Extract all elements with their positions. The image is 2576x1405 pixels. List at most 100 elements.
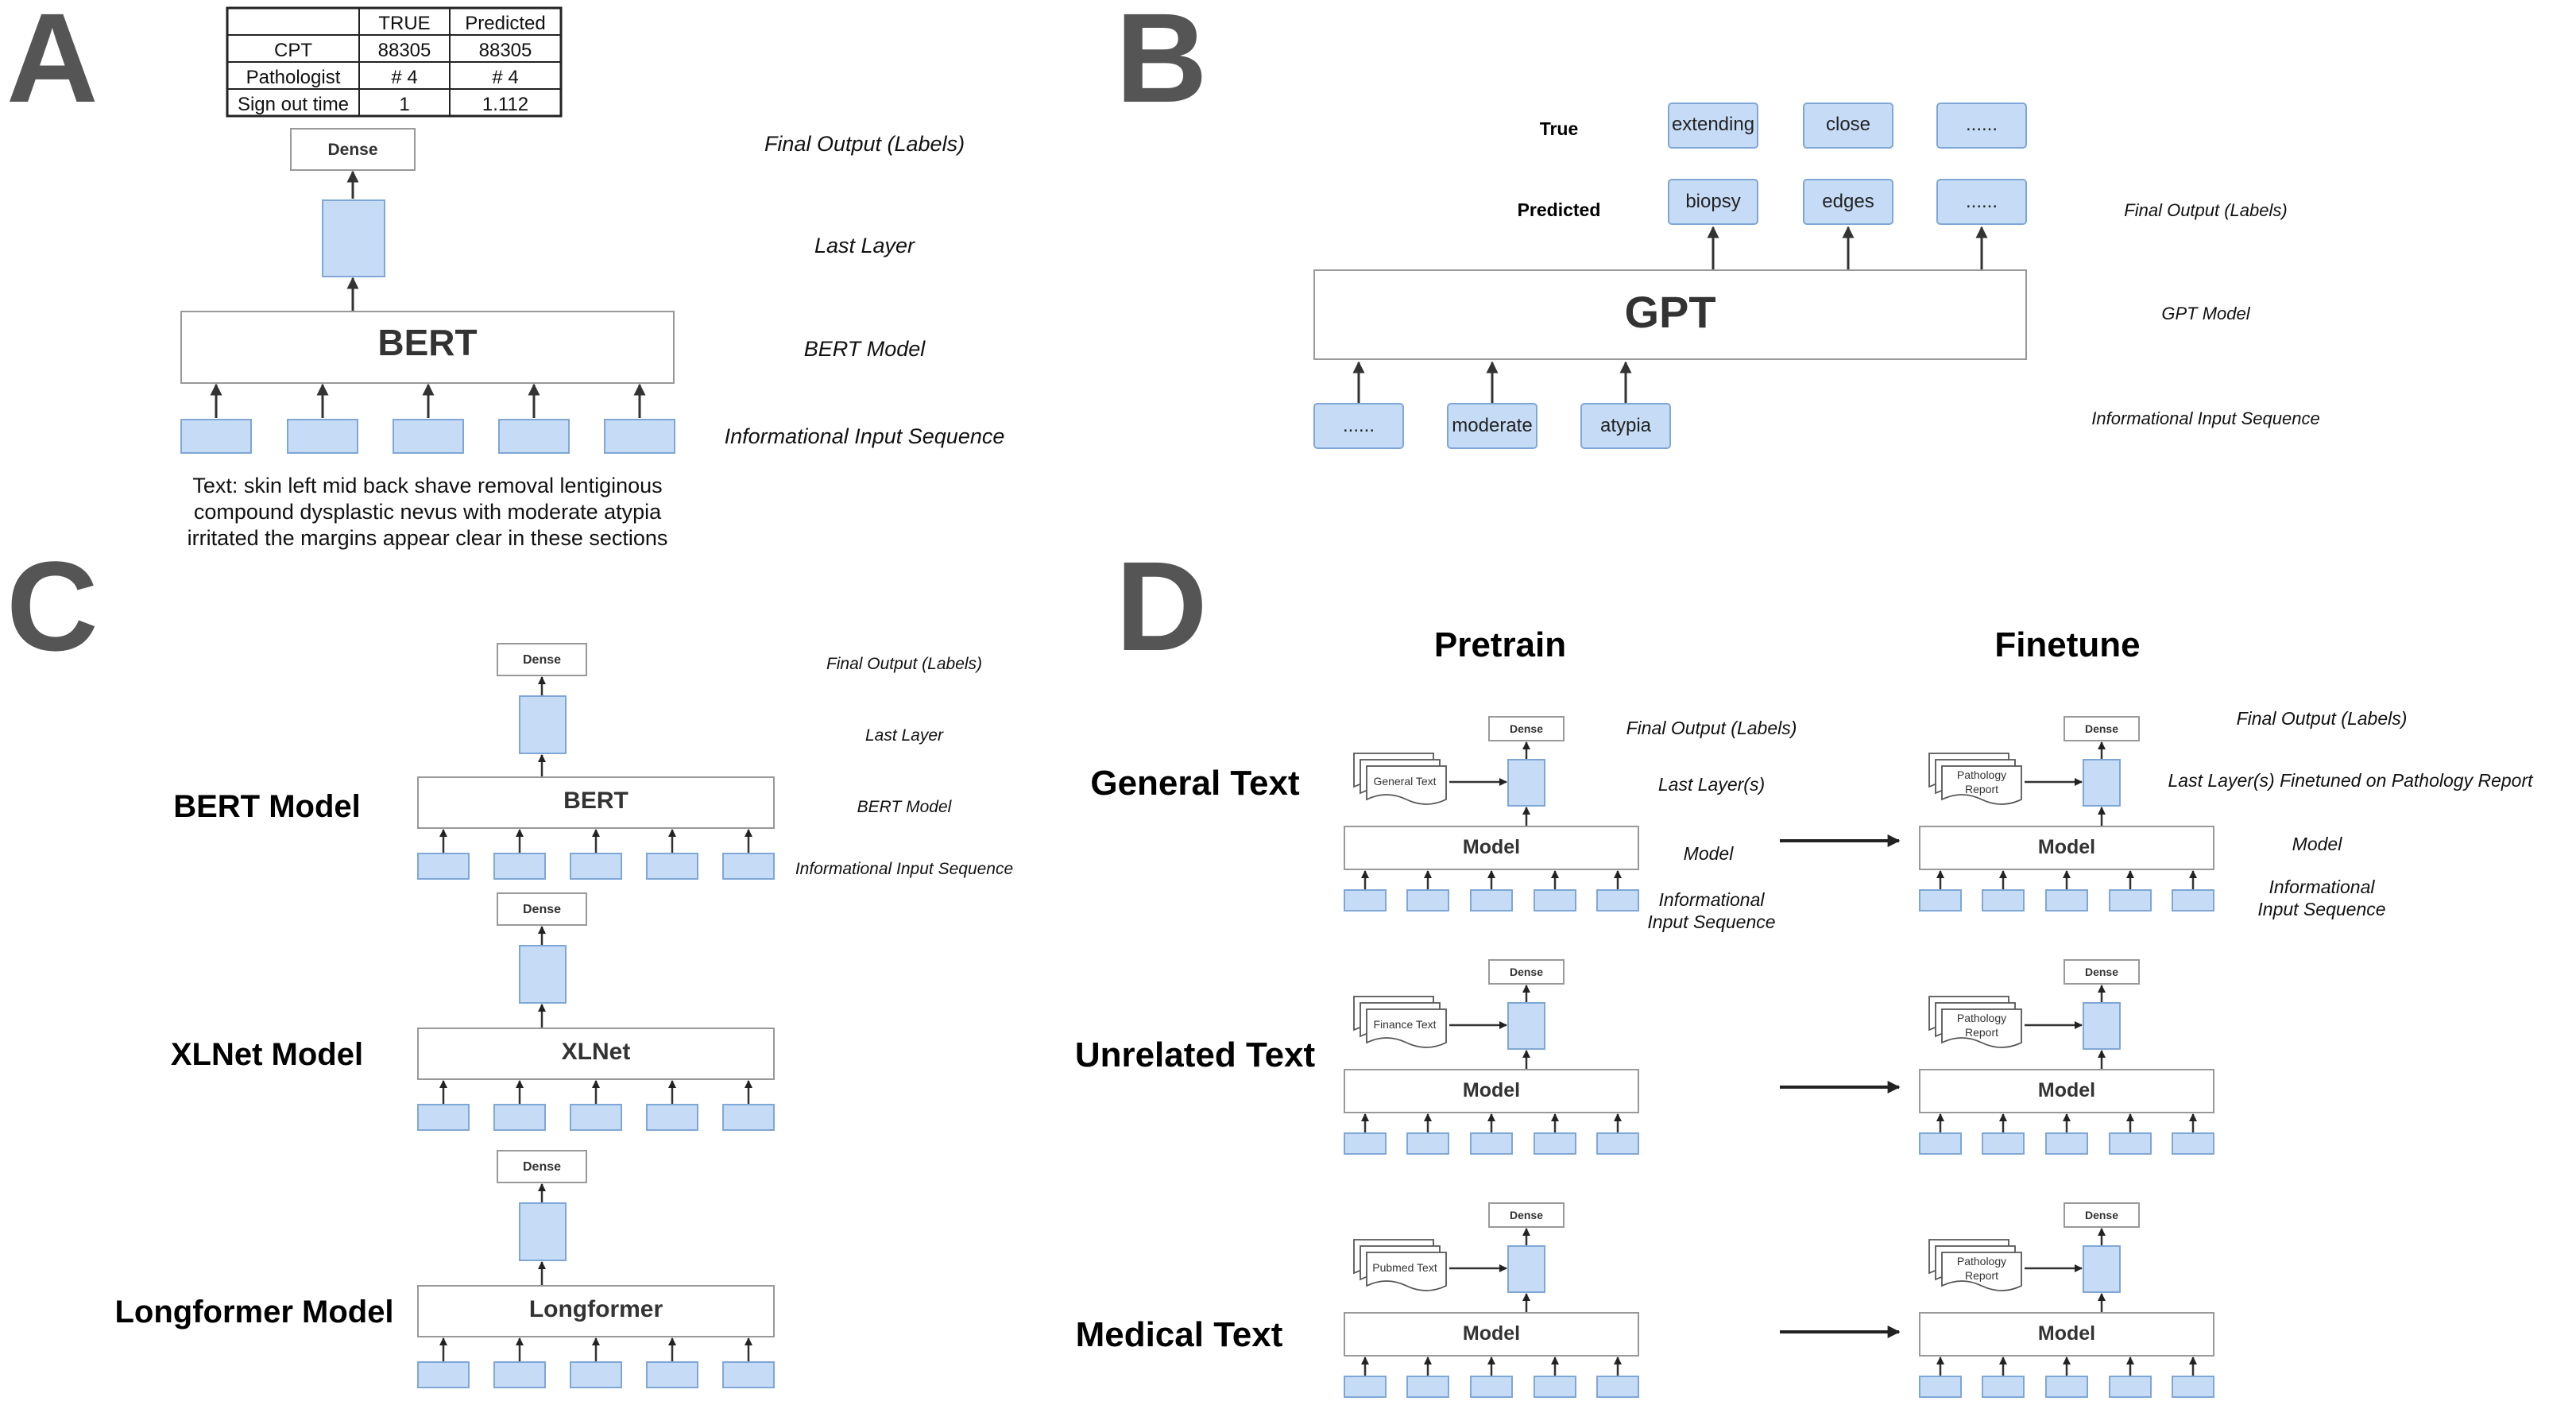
label-bert-model: BERT Model (804, 337, 926, 361)
xlnet-model-name: XLNet Model (171, 1037, 363, 1072)
source-doc-label: Report (1965, 1026, 1998, 1039)
table-header-true: TRUE (378, 13, 430, 34)
source-doc-label: General Text (1373, 775, 1436, 788)
table-cell: CPT (274, 40, 312, 61)
finetune-block-unrelated: Pathology Report Dense Model (1919, 959, 2214, 1155)
true-row-label: True (1540, 118, 1579, 139)
dense-label: Dense (1510, 722, 1543, 735)
source-doc-label: Report (1965, 1269, 1998, 1282)
example-text: irritated the margins appear clear in th… (188, 526, 668, 550)
input-token: atypia (1600, 415, 1652, 436)
table-cell: 1 (399, 94, 409, 115)
predicted-token: edges (1822, 191, 1874, 212)
panel-a-letter: A (6, 0, 99, 129)
dense-label: Dense (523, 903, 561, 916)
true-token: extending (1672, 114, 1754, 135)
label-final-output: Final Output (Labels) (764, 132, 965, 156)
bert-block: Dense BERT (417, 643, 775, 880)
model-box-label: Model (1463, 1322, 1520, 1345)
label-input-sequence: Input Sequence (1647, 912, 1775, 932)
label-final-output: Final Output (Labels) (826, 655, 982, 673)
panel-c: C Dense BERT BE (6, 535, 1013, 1388)
table-cell: Sign out time (238, 94, 349, 115)
source-doc-label: Pubmed Text (1372, 1261, 1437, 1274)
label-last-layer: Last Layer (814, 234, 915, 257)
predicted-token: biopsy (1685, 191, 1740, 212)
true-token: ...... (1966, 114, 1998, 135)
source-doc-label: Finance Text (1373, 1018, 1436, 1031)
dense-label: Dense (523, 653, 561, 667)
input-token: moderate (1452, 415, 1532, 436)
label-last-layers: Last Layer(s) (1658, 774, 1765, 795)
label-input-sequence: Informational (1659, 889, 1766, 910)
table-cell: 1.112 (482, 94, 528, 115)
label-input-sequence: Informational Input Sequence (725, 424, 1005, 448)
predicted-token: ...... (1966, 191, 1998, 212)
finetune-heading: Finetune (1994, 625, 2140, 664)
input-token-boxes (180, 419, 675, 454)
bert-model-box (180, 311, 675, 384)
results-table: TRUE Predicted CPT 88305 88305 Pathologi… (226, 6, 563, 118)
longformer-box-label: Longformer (529, 1296, 663, 1322)
table-header-predicted: Predicted (465, 13, 545, 34)
model-box-label: Model (2038, 1322, 2095, 1345)
bert-box-label: BERT (563, 788, 629, 814)
pretrain-block-general: General Text Dense Model (1344, 716, 1639, 912)
source-doc-label: Report (1965, 783, 1998, 795)
true-token-boxes (1668, 103, 2027, 149)
finetune-block-medical: Pathology Report Dense Model (1919, 1202, 2214, 1398)
label-input-sequence: Informational Input Sequence (795, 860, 1013, 878)
dense-label: Dense (2085, 966, 2118, 978)
label-gpt-model: GPT Model (2161, 304, 2250, 323)
source-doc-label: Pathology (1957, 1255, 2006, 1268)
table-cell: 88305 (378, 40, 431, 61)
finetune-block-general: Pathology Report Dense Model (1919, 716, 2214, 912)
pretrain-heading: Pretrain (1434, 625, 1566, 664)
dense-box (290, 128, 416, 171)
bert-model-label: BERT (377, 322, 477, 363)
row-label-medical: Medical Text (1076, 1315, 1283, 1354)
xlnet-block: Dense XLNet (417, 892, 775, 1131)
example-text: compound dysplastic nevus with moderate … (194, 500, 662, 524)
predicted-row-label: Predicted (1518, 199, 1601, 220)
pretrain-block-unrelated: Finance Text Dense Model (1344, 959, 1639, 1155)
dense-label: Dense (2085, 1209, 2118, 1221)
bert-model-name: BERT Model (173, 789, 361, 824)
example-text: Text: skin left mid back shave removal l… (192, 474, 662, 497)
pretrain-block-medical: Pubmed Text Dense Model (1344, 1202, 1639, 1398)
label-input-sequence: Input Sequence (2257, 899, 2385, 919)
true-token: close (1826, 114, 1870, 135)
row-label-general: General Text (1090, 764, 1300, 803)
row-label-unrelated: Unrelated Text (1075, 1035, 1316, 1074)
panel-b-letter: B (1116, 0, 1208, 129)
model-box-label: Model (2038, 1079, 2095, 1101)
label-model: Model (1684, 843, 1735, 864)
panel-d: D Pretrain Finetune General Text Unrelat… (1075, 535, 2534, 1398)
label-bert-model: BERT Model (857, 798, 953, 816)
gpt-model-box (1313, 269, 2027, 360)
label-final-output: Final Output (Labels) (2237, 708, 2408, 729)
label-input-sequence: Informational Input Sequence (2091, 408, 2319, 428)
gpt-model-label: GPT (1624, 287, 1715, 337)
input-token-boxes (1313, 403, 1671, 449)
table-cell: # 4 (492, 67, 518, 88)
model-box-label: Model (2038, 836, 2095, 858)
dense-label: Dense (2085, 722, 2118, 735)
last-layer-box (322, 199, 385, 277)
dense-label: Dense (1510, 1209, 1543, 1221)
label-final-output: Final Output (Labels) (1626, 718, 1797, 738)
dense-label: Dense (523, 1160, 561, 1174)
label-input-sequence: Informational (2269, 877, 2376, 897)
longformer-model-name: Longformer Model (114, 1295, 393, 1330)
input-sequence (210, 383, 646, 418)
panel-a: A TRUE Predicted CPT 88305 88305 Patholo… (6, 0, 1004, 550)
panel-c-letter: C (6, 535, 99, 677)
input-token: ...... (1343, 415, 1375, 436)
longformer-block: Dense Longformer (417, 1150, 775, 1388)
predicted-token-boxes (1668, 179, 2027, 225)
table-cell: 88305 (479, 40, 532, 61)
source-doc-label: Pathology (1957, 768, 2006, 781)
label-model: Model (2292, 834, 2343, 854)
table-cell: # 4 (391, 67, 417, 88)
